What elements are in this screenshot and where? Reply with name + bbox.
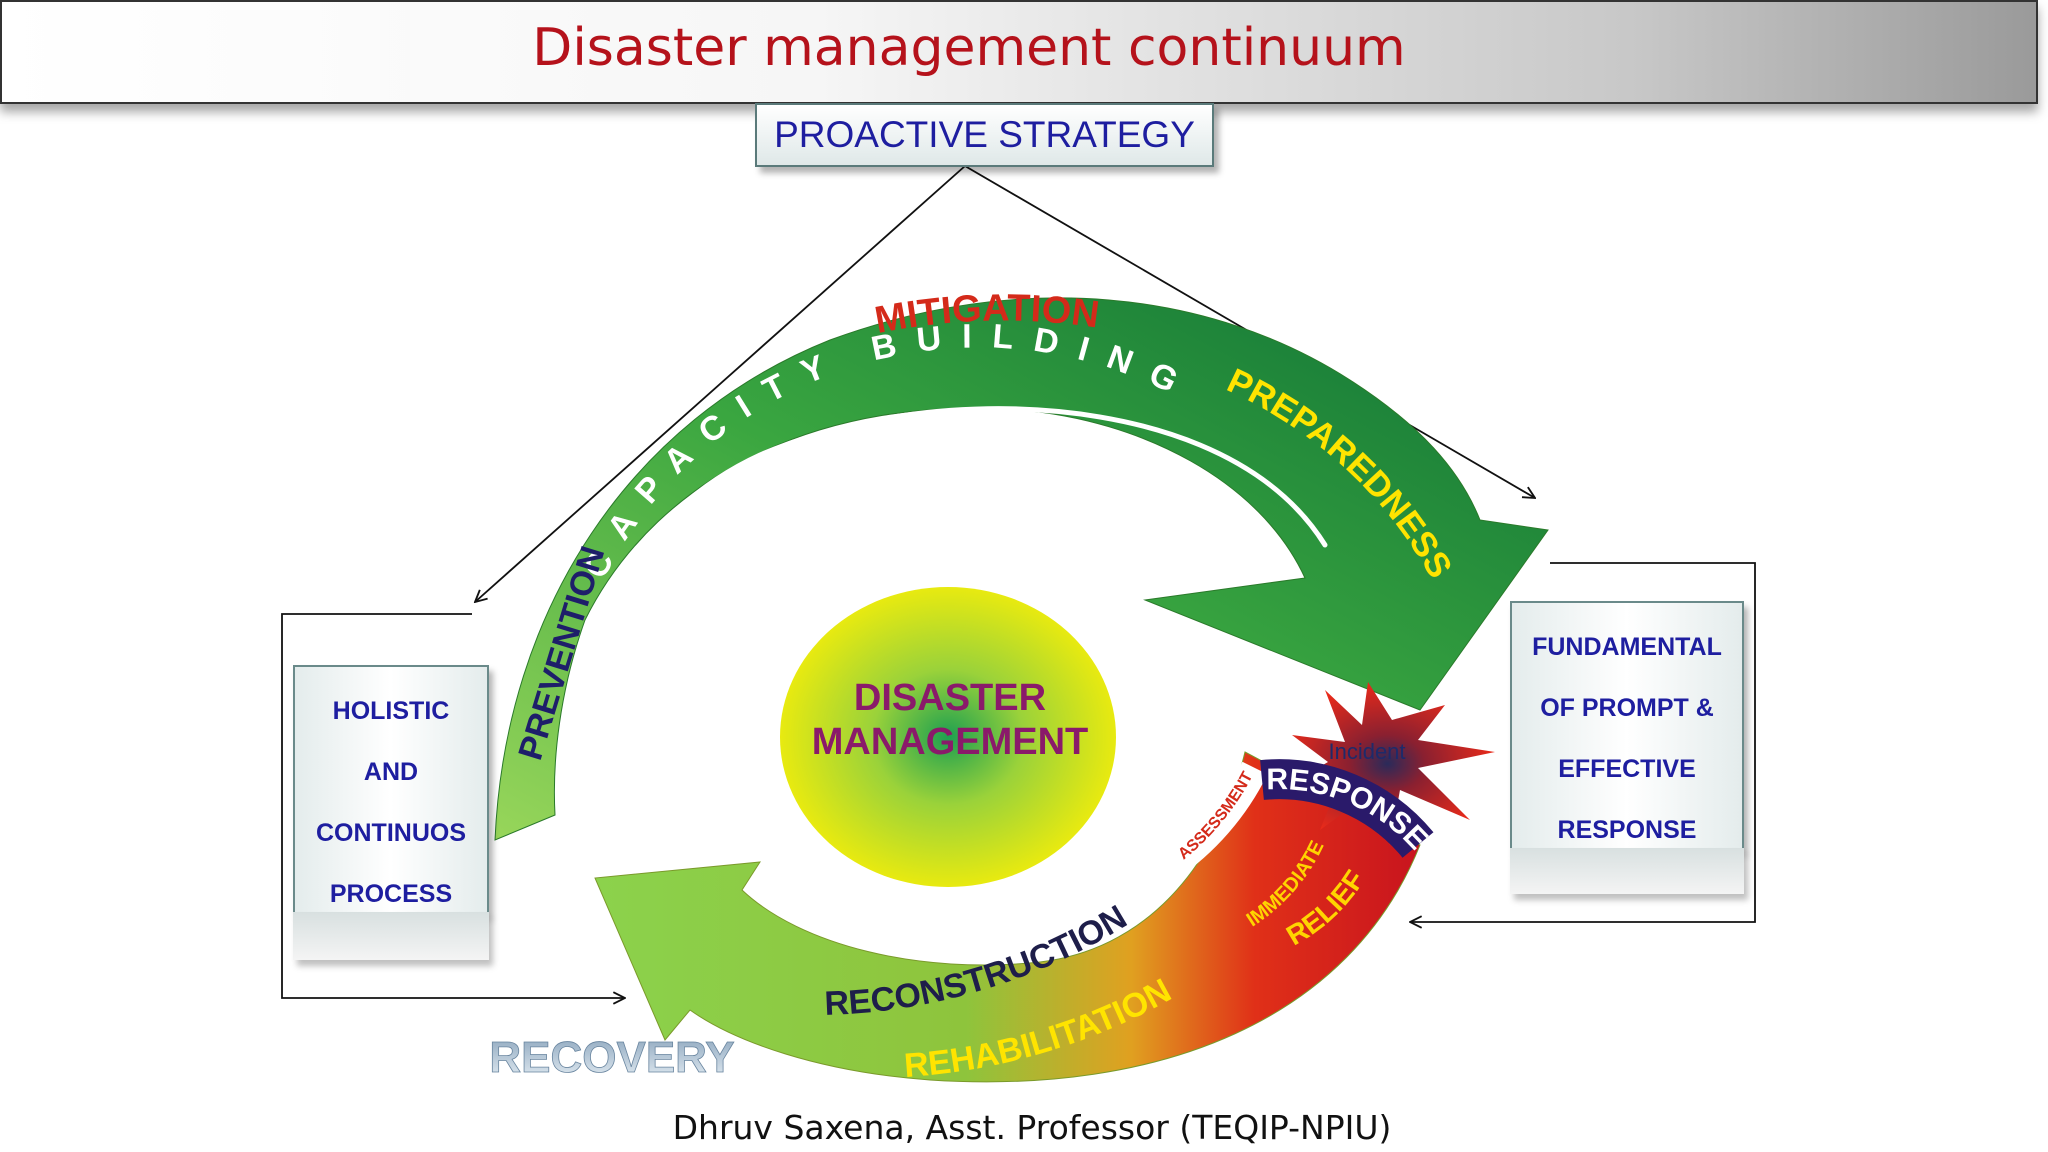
right-box-line-3: EFFECTIVE <box>1558 755 1696 783</box>
center-ellipse <box>780 587 1116 887</box>
left-box-line-4: PROCESS <box>329 880 453 908</box>
bottom-cycle-arrow <box>594 751 1421 1083</box>
bracket-right <box>1410 562 1756 922</box>
center-label-management: MANAGEMENT <box>812 721 1089 763</box>
left-box-footer <box>293 912 489 960</box>
incident-label: Incident <box>1328 739 1405 764</box>
left-box-line-1: HOLISTIC <box>332 697 450 725</box>
left-box-line-3: CONTINUOS <box>316 819 466 847</box>
prompt-response-box: FUNDAMENTAL OF PROMPT & EFFECTIVE RESPON… <box>1510 601 1744 850</box>
right-box-line-2: OF PROMPT & <box>1540 694 1714 722</box>
author-credit: Dhruv Saxena, Asst. Professor (TEQIP-NPI… <box>672 1108 1392 1147</box>
connector-line-left <box>475 165 966 602</box>
holistic-process-box: HOLISTIC AND CONTINUOS PROCESS <box>293 665 489 914</box>
right-box-line-4: RESPONSE <box>1557 816 1697 844</box>
center-label-disaster: DISASTER <box>854 677 1046 719</box>
bracket-left <box>281 613 625 998</box>
title-bar: Disaster management continuum <box>0 0 2038 104</box>
top-cycle-arrow <box>494 297 1549 841</box>
slide-title: Disaster management continuum <box>532 18 1406 78</box>
left-box-line-2: AND <box>363 758 419 786</box>
capacity-band <box>557 406 1328 813</box>
right-box-line-1: FUNDAMENTAL <box>1532 633 1722 661</box>
right-box-footer <box>1510 848 1744 894</box>
recovery-label: RECOVERY <box>489 1033 734 1082</box>
proactive-strategy-box: PROACTIVE STRATEGY <box>755 103 1214 167</box>
